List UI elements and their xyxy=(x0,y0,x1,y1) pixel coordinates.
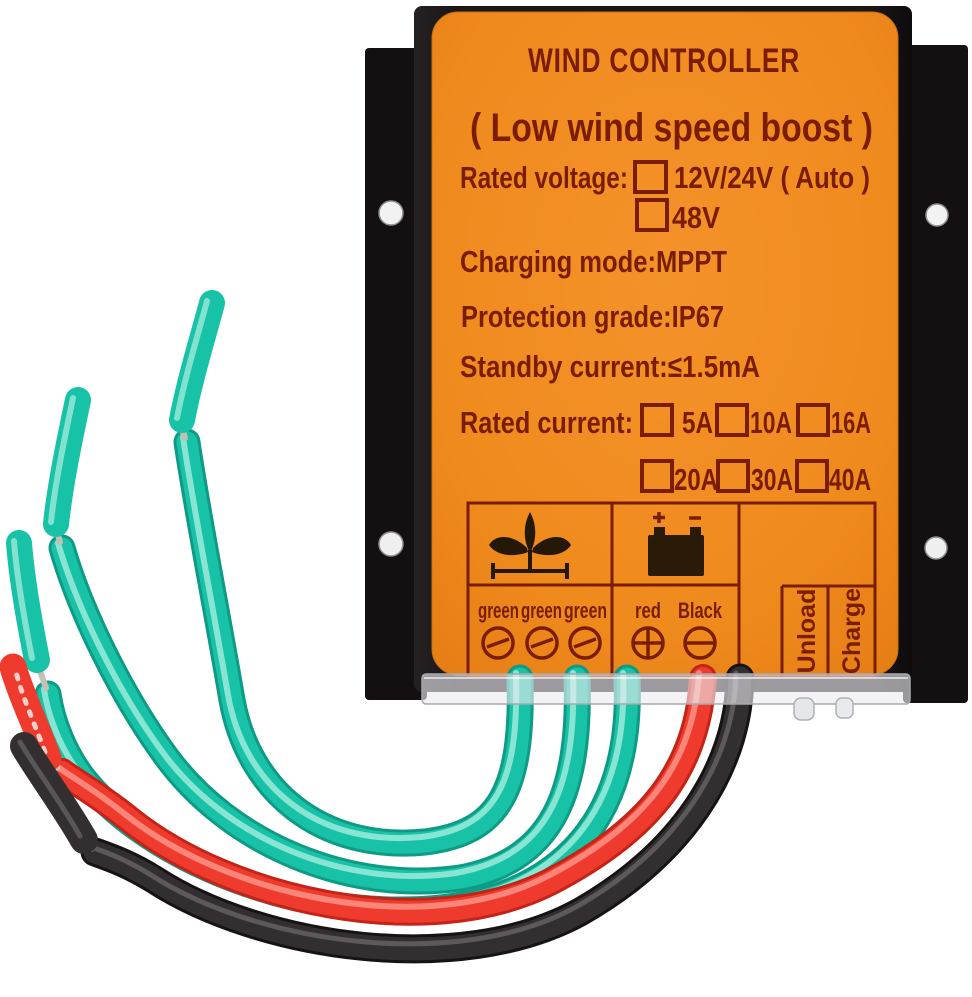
red-wire-print-marking xyxy=(13,669,48,755)
label-print: WIND CONTROLLER ( Low wind speed boost )… xyxy=(460,42,873,497)
battery-terminal-label-black: Black xyxy=(678,598,723,623)
wind-terminal-label-1: green xyxy=(478,598,519,623)
right-flange xyxy=(903,45,968,703)
rated-current-checkbox-40a xyxy=(795,459,829,493)
clear-potting-strip xyxy=(421,673,911,705)
standby-current-line: Standby current:≤1.5mA xyxy=(460,349,760,384)
green-wire-1 xyxy=(169,290,534,857)
green-wire-2 xyxy=(43,387,591,895)
rated-current-option-20a: 20A xyxy=(674,462,718,497)
mounting-hole-top-left xyxy=(378,200,404,226)
rated-voltage-label: Rated voltage: xyxy=(460,160,628,195)
mounting-hole-top-right xyxy=(925,203,949,227)
battery-icon xyxy=(648,512,704,576)
wind-screw-terminal-1 xyxy=(481,626,515,660)
indicator-leds xyxy=(793,697,854,721)
rated-voltage-option-12v24v: 12V/24V ( Auto ) xyxy=(674,160,870,195)
rated-voltage-checkbox-48v xyxy=(635,198,669,232)
wind-screw-terminal-2 xyxy=(525,626,559,660)
rated-current-checkbox-5a xyxy=(640,403,674,437)
red-wire xyxy=(0,653,717,926)
led-2 xyxy=(835,697,854,719)
rated-current-checkbox-20a xyxy=(640,459,674,493)
battery-plus-mark xyxy=(653,512,665,523)
battery-negative-screw-terminal xyxy=(683,626,717,660)
rated-current-option-30a: 30A xyxy=(751,462,793,497)
mounting-flanges xyxy=(365,45,968,703)
rated-current-checkbox-10a xyxy=(715,403,749,437)
product-title: WIND CONTROLLER xyxy=(528,42,800,80)
wind-screw-terminal-3 xyxy=(568,626,602,660)
rated-current-option-5a: 5A xyxy=(682,405,713,440)
battery-terminal-label-red: red xyxy=(635,598,661,623)
charging-mode-line: Charging mode:MPPT xyxy=(460,244,727,279)
rated-current-checkbox-16a xyxy=(796,403,830,437)
wind-turbine-icon xyxy=(489,512,571,579)
charge-label: Charge xyxy=(838,588,866,674)
rated-voltage-option-48v: 48V xyxy=(672,200,720,235)
mounting-hole-bottom-right xyxy=(924,536,948,560)
output-wires xyxy=(0,290,755,964)
rated-current-option-10a: 10A xyxy=(750,405,792,440)
green-wire-3-tip xyxy=(6,530,50,673)
rated-current-label: Rated current: xyxy=(460,405,633,440)
led-1 xyxy=(793,697,815,721)
green-wire-2-tip xyxy=(43,387,91,537)
terminal-labels: green green green red Black Unload Charg… xyxy=(478,588,866,674)
product-subtitle: ( Low wind speed boost ) xyxy=(470,106,873,150)
battery-positive-screw-terminal xyxy=(631,626,665,660)
rated-current-option-40a: 40A xyxy=(829,462,871,497)
rated-current-option-16a: 16A xyxy=(831,405,871,440)
rated-current-checkbox-30a xyxy=(716,459,750,493)
black-wire xyxy=(10,663,755,964)
mounting-hole-bottom-left xyxy=(378,531,404,557)
screw-terminals xyxy=(481,626,717,660)
unload-label: Unload xyxy=(793,589,821,674)
wind-terminal-label-2: green xyxy=(521,598,562,623)
rated-voltage-checkbox-12v24v xyxy=(633,160,668,194)
protection-grade-line: Protection grade:IP67 xyxy=(461,299,724,334)
wind-terminal-label-3: green xyxy=(564,598,607,623)
green-wire-1-tip xyxy=(169,290,225,433)
